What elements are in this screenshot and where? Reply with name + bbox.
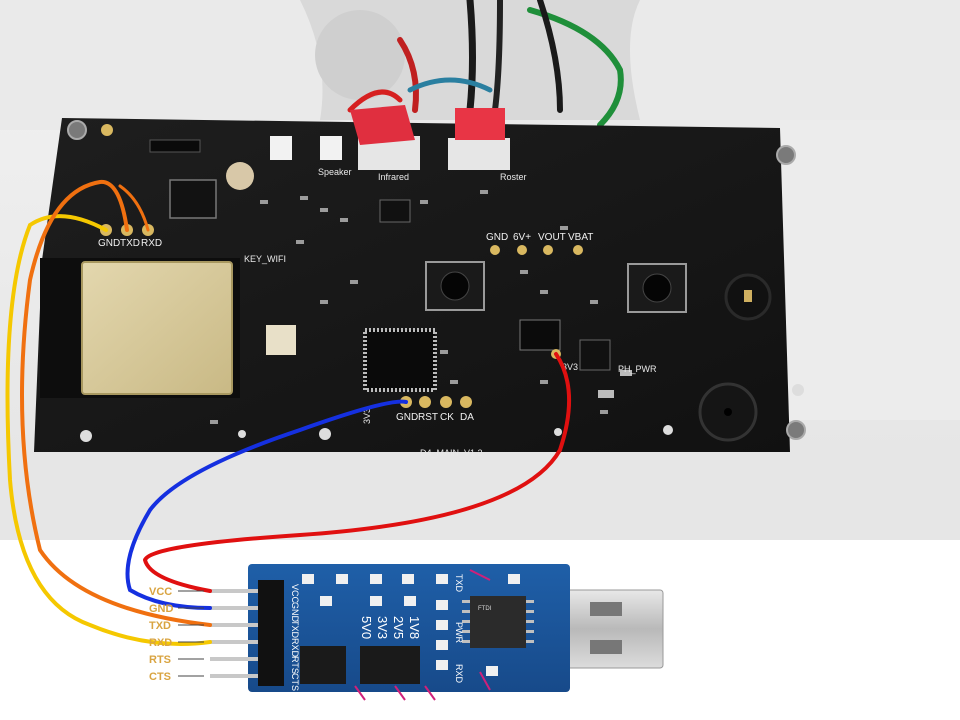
infrared-label: Infrared: [378, 172, 409, 182]
voltage-label-3v3: 3V3: [375, 616, 390, 639]
legend-vcc: VCC: [149, 586, 172, 598]
connector-roster: [448, 138, 510, 170]
legend-rts: RTS: [149, 654, 171, 666]
wire-rxd: [5, 214, 212, 646]
debug-pin-label-ck: CK: [440, 412, 454, 423]
ftdi-pin-rxd: RXD: [290, 638, 300, 658]
wire-txd: [20, 179, 212, 627]
voltage-label-2v5: 2V5: [391, 616, 406, 639]
ftdi-pin-vcc: VCC: [290, 584, 300, 604]
header-pin-label-rxd: RXD: [141, 238, 162, 249]
power-pads: [490, 245, 583, 255]
voltage-label-1v8: 1V8: [407, 616, 422, 639]
power-pad-label-gnd: GND: [486, 232, 508, 243]
red-plug-right: [455, 108, 505, 140]
ftdi-header: [210, 580, 284, 686]
debug-pin-label-da: DA: [460, 412, 474, 423]
wire-legend: VCC GND TXD RXD RTS CTS: [149, 586, 204, 683]
mcu-chip: [363, 328, 437, 392]
ftdi-pin-rts: RTS: [290, 656, 300, 674]
ftdi-adapter: VCC GND TXD RXD RTS CTS 1V8 2V5 3V3 5V0 …: [210, 564, 664, 701]
debug-3v3-label: 3V3: [362, 408, 372, 424]
ftdi-pin-txd: TXD: [290, 620, 300, 639]
top-cables: [347, 0, 624, 128]
led-label-pwr: PWR: [454, 622, 464, 643]
ph-pwr-label: PH_PWR: [618, 364, 657, 374]
speaker-label: Speaker: [318, 167, 352, 177]
key-wifi-label: KEY_WIFI: [244, 254, 286, 264]
board-name: D4_MAIN_V1.2: [420, 448, 483, 458]
wire-rxd-lead: [118, 184, 150, 232]
wire-gnd: [125, 399, 408, 610]
wire-vcc: [142, 352, 572, 593]
ftdi-pin-gnd: GND: [290, 602, 300, 623]
jumper-block-right: [360, 646, 420, 684]
connector-speaker-pads: [270, 136, 292, 160]
red-plug-left: [350, 105, 415, 145]
jumper-block-left: [300, 646, 346, 684]
chip-brand-label: FTDI: [478, 606, 492, 612]
power-pad-label-6v: 6V+: [513, 232, 531, 243]
power-pad-label-vout: VOUT: [538, 232, 566, 243]
tactile-button-right: [627, 263, 687, 313]
enclosure-right: [780, 120, 960, 420]
legend-rxd: RXD: [149, 637, 172, 649]
debug-pin-label-gnd: GND: [396, 412, 418, 423]
debug-pads: [400, 396, 472, 408]
header-pin-label-txd: TXD: [120, 238, 140, 249]
vcc-pad-label: 3V3: [562, 362, 578, 372]
legend-txd: TXD: [149, 620, 171, 632]
power-pad-label-vbat: VBAT: [568, 232, 593, 243]
ftdi-pin-cts: CTS: [290, 673, 300, 691]
legend-cts: CTS: [149, 671, 171, 683]
led-label-rxd: RXD: [454, 664, 464, 684]
roster-label: Roster: [500, 172, 527, 182]
ftdi-chip: [470, 596, 526, 648]
enclosure-boss: [315, 10, 405, 100]
dupont-wires: [5, 179, 572, 646]
debug-pin-label-rst: RST: [418, 412, 438, 423]
legend-gnd: GND: [149, 603, 174, 615]
header-pin-label-gnd: GND: [98, 238, 120, 249]
voltage-label-5v0: 5V0: [359, 616, 374, 639]
enclosure-bottom: [0, 440, 960, 540]
esp-module-can: [82, 262, 232, 394]
led-label-txd: TXD: [454, 574, 464, 593]
tactile-button-left: [425, 261, 485, 311]
main-pcb: GND TXD RXD GND RST CK DA GND 6V+ VOUT V…: [34, 105, 806, 458]
